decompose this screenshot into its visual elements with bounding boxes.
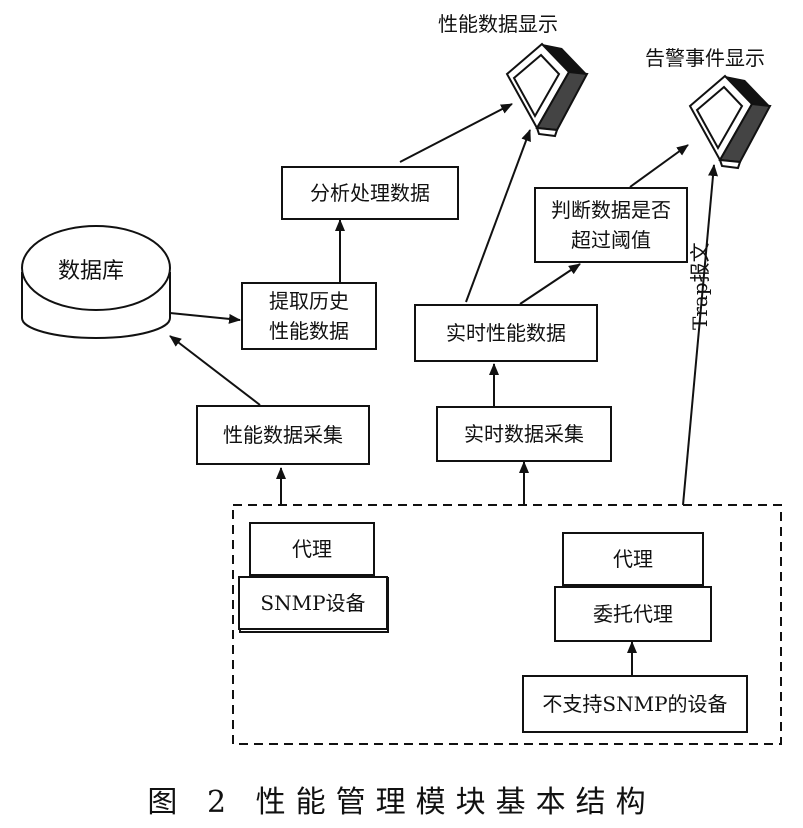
figure-caption: 图 2 性能管理模块基本结构 (147, 785, 656, 820)
realtime-collect-box: 实时数据采集 (436, 406, 612, 462)
snmp-device-box: SNMP设备 (238, 576, 388, 630)
extract-history-box: 提取历史 性能数据 (241, 282, 377, 350)
arrow-trap-to-alarm-display (682, 164, 718, 506)
judge-threshold-line1: 判断数据是否 (551, 198, 671, 222)
extract-history-line1: 提取历史 (269, 289, 349, 313)
analyze-data-box: 分析处理数据 (281, 166, 459, 220)
agent-area-dashed (232, 504, 782, 745)
database-cylinder (21, 225, 171, 339)
perf-collect-box: 性能数据采集 (196, 405, 370, 465)
arrow-analyze-to-perf-display (399, 103, 513, 163)
arrow-realtime-to-judge (519, 263, 581, 305)
arrow-judge-to-alarm-display (629, 144, 689, 188)
extract-history-line2: 性能数据 (269, 319, 349, 343)
arrow-database-to-extract (169, 312, 241, 324)
proxy-agent-box: 委托代理 (554, 586, 712, 642)
trap-message-label: Trap报文 (688, 242, 712, 330)
realtime-perf-data-box: 实时性能数据 (414, 304, 598, 362)
judge-threshold-line2: 超过阈值 (571, 228, 651, 252)
arrow-perf-collect-to-database (169, 335, 261, 406)
agent-left-box: 代理 (249, 522, 375, 576)
perf-display-label: 性能数据显示 (438, 12, 558, 36)
monitor-icon-performance (505, 42, 589, 138)
non-snmp-device-box: 不支持SNMP的设备 (522, 675, 748, 733)
judge-threshold-box: 判断数据是否 超过阈值 (534, 187, 688, 263)
arrow-realtime-to-perf-display (465, 129, 531, 303)
monitor-icon-alarm (688, 74, 772, 170)
agent-right-box: 代理 (562, 532, 704, 586)
database-label: 数据库 (58, 259, 125, 284)
alarm-display-label: 告警事件显示 (645, 46, 765, 70)
